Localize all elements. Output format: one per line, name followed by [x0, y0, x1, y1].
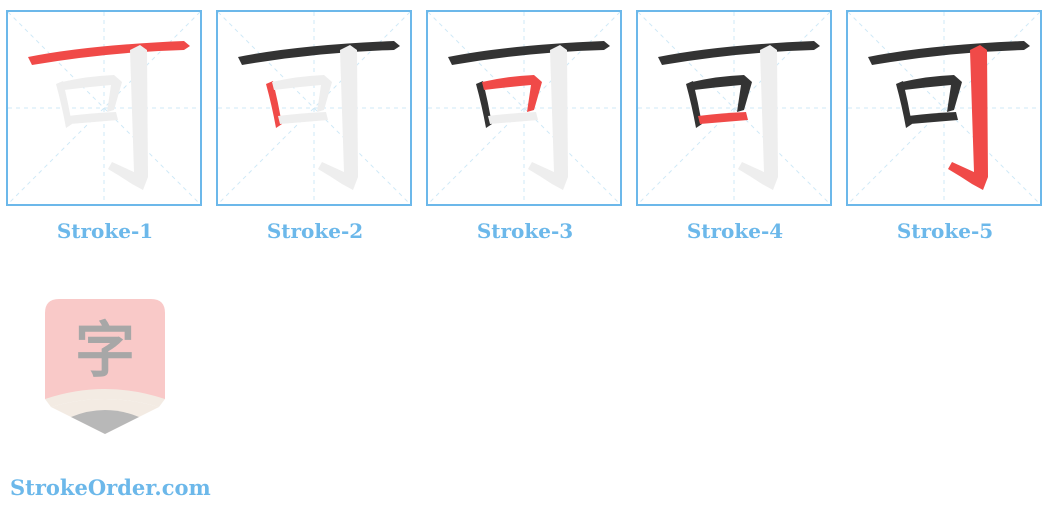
guide-line	[638, 12, 830, 204]
guide-line	[848, 12, 1040, 204]
character-diagram	[8, 12, 200, 204]
hook-stroke	[528, 45, 568, 190]
stroke-caption-3: Stroke-3	[476, 219, 574, 243]
site-link[interactable]: StrokeOrder.com	[10, 475, 211, 500]
horizontal-stroke	[238, 41, 400, 65]
stroke-panel-3	[426, 10, 622, 206]
character-diagram	[848, 12, 1040, 204]
hook-stroke	[738, 45, 778, 190]
stroke-panel-5	[846, 10, 1042, 206]
left-vertical-stroke	[56, 81, 72, 128]
character-diagram	[638, 12, 830, 204]
stroke-caption-5: Stroke-5	[896, 219, 994, 243]
guide-line	[8, 12, 200, 204]
turn-stroke	[272, 75, 332, 112]
horizontal-stroke	[448, 41, 610, 65]
pencil-character-logo-icon: 字	[45, 299, 165, 434]
guide-line	[638, 12, 830, 204]
hook-stroke	[108, 45, 148, 190]
turn-stroke	[692, 75, 752, 112]
left-vertical-stroke	[896, 81, 912, 128]
logo-glyph: 字	[75, 316, 135, 386]
stroke-panel-1	[6, 10, 202, 206]
guide-line	[428, 12, 620, 204]
left-vertical-stroke	[686, 81, 702, 128]
stroke-caption-2: Stroke-2	[266, 219, 364, 243]
left-vertical-stroke	[476, 81, 492, 128]
hook-stroke	[948, 45, 988, 190]
logo: 字	[45, 299, 165, 435]
guide-line	[848, 12, 1040, 204]
horizontal-stroke	[868, 41, 1030, 65]
bottom-horizontal-stroke	[698, 112, 748, 124]
hook-stroke	[318, 45, 358, 190]
bottom-horizontal-stroke	[68, 112, 118, 124]
stroke-caption-4: Stroke-4	[686, 219, 784, 243]
stroke-panel-2	[216, 10, 412, 206]
bottom-horizontal-stroke	[488, 112, 538, 124]
turn-stroke	[482, 75, 542, 112]
guide-line	[218, 12, 410, 204]
bottom-horizontal-stroke	[278, 112, 328, 124]
bottom-horizontal-stroke	[908, 112, 958, 124]
stroke-caption-1: Stroke-1	[56, 219, 154, 243]
character-diagram	[428, 12, 620, 204]
horizontal-stroke	[658, 41, 820, 65]
guide-line	[218, 12, 410, 204]
left-vertical-stroke	[266, 81, 282, 128]
horizontal-stroke	[28, 41, 190, 65]
turn-stroke	[62, 75, 122, 112]
guide-line	[8, 12, 200, 204]
character-diagram	[218, 12, 410, 204]
guide-line	[428, 12, 620, 204]
stroke-panel-4	[636, 10, 832, 206]
turn-stroke	[902, 75, 962, 112]
